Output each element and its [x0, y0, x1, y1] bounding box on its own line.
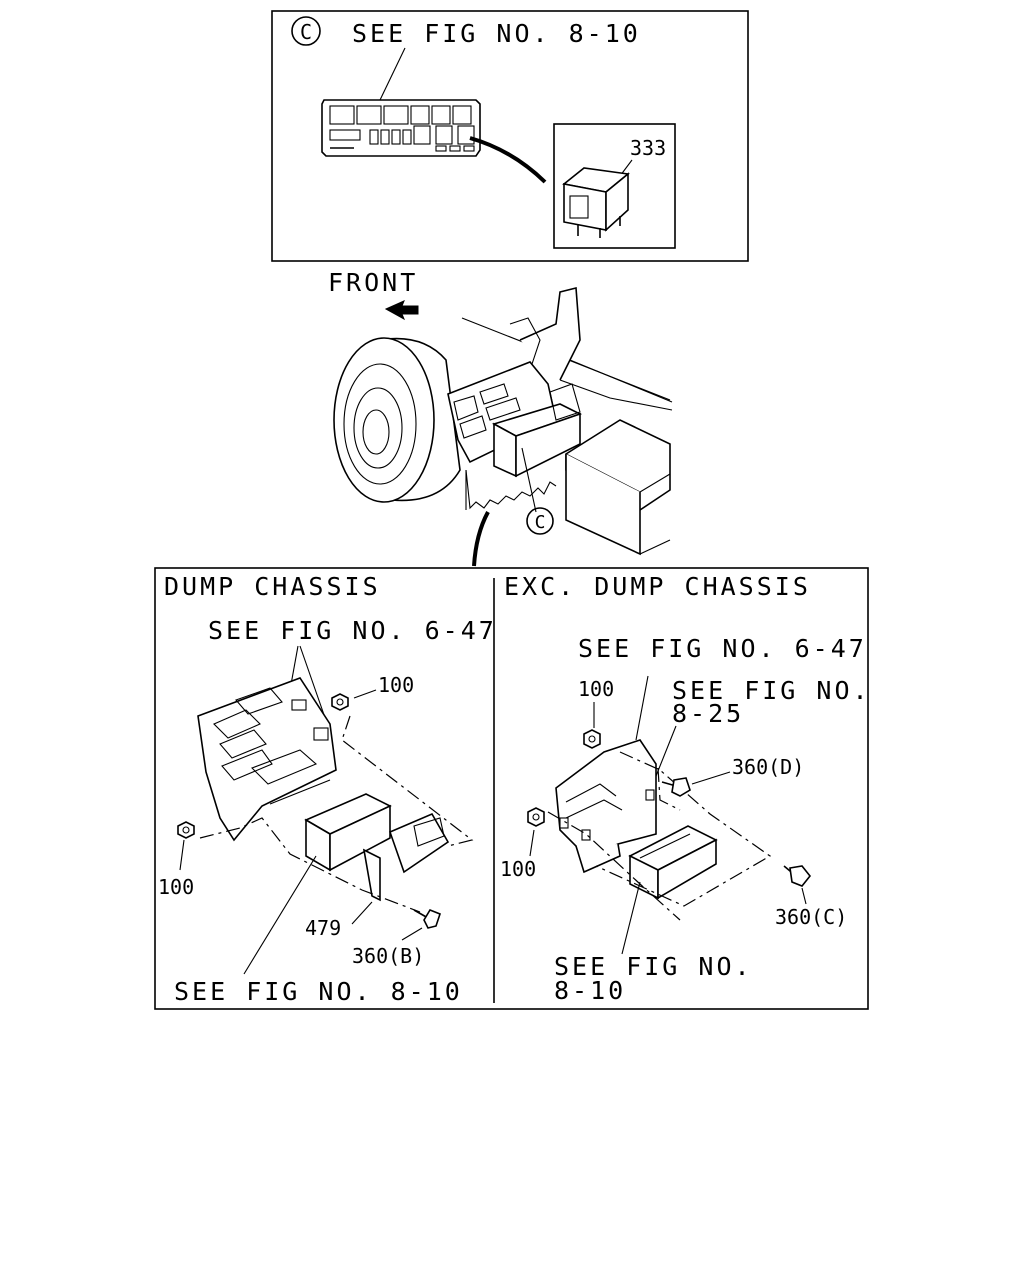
bolt-b-icon [413, 909, 441, 929]
dump-bracket-label: 479 [305, 916, 341, 940]
exc-nut-lower-label: 100 [500, 857, 536, 881]
exc-relay-box-drawing [628, 825, 718, 900]
dump-see-fig-top: SEE FIG NO. 6-47 [208, 616, 497, 645]
overview-marker: C [535, 512, 546, 533]
exc-see-fig-bottom-line2: 8-10 [554, 976, 626, 1005]
exc-bolt-d-label: 360(D) [732, 755, 804, 779]
exc-see-fig-bottom-line1: SEE FIG NO. [554, 952, 753, 981]
relay-drawing [562, 167, 630, 238]
relay-box-drawing [491, 383, 583, 478]
dump-nut-upper-label: 100 [378, 673, 414, 697]
exc-dump-chassis-title: EXC. DUMP CHASSIS [504, 572, 811, 601]
exc-nut-upper-label: 100 [578, 677, 614, 701]
exc-dump-chassis-panel: EXC. DUMP CHASSIS SEE FIG NO. 6-47 SEE F… [500, 572, 871, 1005]
callout-marker: C [300, 20, 312, 44]
relay-part-number: 333 [630, 136, 666, 160]
dump-see-fig-bottom: SEE FIG NO. 8-10 [174, 977, 463, 1006]
dump-chassis-panel: DUMP CHASSIS SEE FIG NO. 6-47 [158, 572, 497, 1006]
exc-bracket-drawing [555, 739, 657, 874]
dump-chassis-title: DUMP CHASSIS [164, 572, 381, 601]
exc-see-fig-top: SEE FIG NO. 6-47 [578, 634, 867, 663]
dump-fender-bracket-drawing [197, 677, 337, 842]
fuse-box-drawing [321, 99, 481, 157]
exc-nut-lower-icon [527, 807, 545, 827]
dump-nut-lower-label: 100 [158, 875, 194, 899]
wheel-drawing [333, 337, 461, 503]
exc-bolt-c-label: 360(C) [775, 905, 847, 929]
callout-see-fig: SEE FIG NO. 8-10 [352, 19, 641, 48]
nut-upper-icon [331, 693, 349, 711]
battery-box-drawing [565, 419, 671, 556]
exc-nut-upper-icon [583, 729, 601, 749]
front-label: FRONT [328, 268, 418, 297]
dump-relay-box-drawing [269, 779, 450, 874]
dump-bolt-label: 360(B) [352, 944, 424, 968]
overview-marker-circle [526, 507, 554, 535]
nut-lower-icon [177, 821, 195, 839]
callout-marker-circle [291, 16, 321, 46]
callout-panel: C SEE FIG NO. 8-10 333 [271, 10, 749, 262]
front-arrow-icon [384, 300, 419, 321]
bolt-d-icon [661, 777, 691, 797]
bolt-c-icon [783, 865, 812, 887]
exc-see-fig-mid-line1: SEE FIG NO. [672, 676, 871, 705]
overview-drawing: FRONT [328, 268, 673, 567]
exc-see-fig-mid-line2: 8-25 [672, 699, 744, 728]
